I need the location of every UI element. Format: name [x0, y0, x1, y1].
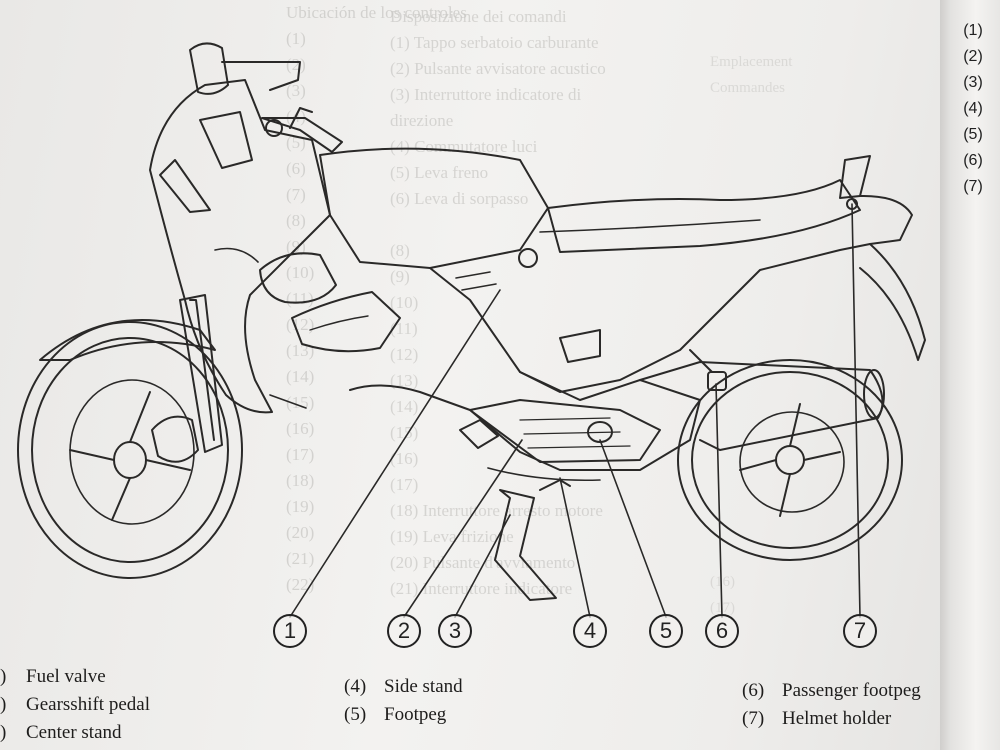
rear-wheel	[677, 359, 903, 561]
showthrough-column-a: Ubicación de los controles(1)(2)(3)(4)(5…	[286, 0, 467, 598]
showthrough-line: (19)	[286, 497, 315, 516]
stands	[494, 479, 571, 601]
showthrough-line: (10)	[390, 293, 419, 312]
legend-item-footpeg: (5) Footpeg	[344, 704, 446, 726]
next-page-number-2: (2)	[963, 48, 983, 65]
next-page-number-1: (1)	[963, 22, 983, 39]
showthrough-line: (5) Leva freno	[390, 163, 489, 182]
next-page-number-5: (5)	[963, 126, 983, 143]
legend-item-gearshift-pedal: ) Gearsshift pedal	[0, 694, 150, 716]
showthrough-line: (15)	[286, 393, 315, 412]
showthrough-line: (18) Interruttore arresto motore	[390, 501, 603, 520]
showthrough-line: (16)	[710, 574, 735, 590]
legend-label: Helmet holder	[782, 708, 892, 729]
showthrough-line: (7)	[286, 185, 306, 204]
callout-6: 6	[705, 614, 739, 648]
showthrough-line: (14)	[286, 367, 315, 386]
legend-item-center-stand: ) Center stand	[0, 722, 122, 744]
showthrough-line: (10)	[286, 263, 315, 282]
showthrough-line: (21)	[286, 549, 315, 568]
callout-3: 3	[438, 614, 472, 648]
next-page-number-6: (6)	[963, 152, 983, 169]
showthrough-line: (16)	[286, 419, 315, 438]
exhaust	[639, 361, 885, 451]
next-page-number-3: (3)	[963, 74, 983, 91]
showthrough-line: (3) Interruttore indicatore di	[390, 85, 582, 104]
showthrough-line: (4) Commutatore luci	[390, 137, 538, 156]
showthrough-line: (16)	[390, 449, 419, 468]
engine	[349, 371, 701, 482]
showthrough-line: (6)	[286, 159, 306, 178]
legend-number: (7)	[742, 708, 765, 729]
showthrough-line: Commandes	[710, 80, 785, 96]
legend-label: Gearsshift pedal	[26, 694, 150, 715]
next-page-number-7: (7)	[963, 178, 983, 195]
next-page-number-4: (4)	[963, 100, 983, 117]
front-fork	[179, 294, 223, 453]
callout-5: 5	[649, 614, 683, 648]
showthrough-line: (18)	[286, 471, 315, 490]
showthrough-line: (17)	[390, 475, 419, 494]
legend-item-side-stand: (4) Side stand	[344, 676, 463, 698]
legend-label: Side stand	[384, 676, 463, 697]
showthrough-line: (13)	[390, 371, 419, 390]
legend-label: Center stand	[26, 722, 122, 743]
showthrough-line: (9)	[390, 267, 410, 286]
book-spine-shadow	[940, 0, 1000, 750]
showthrough-line: direzione	[390, 111, 454, 130]
showthrough-line: (17)	[286, 445, 315, 464]
showthrough-line: (2) Pulsante avvisatore acustico	[390, 59, 606, 78]
legend-item-fuel-valve: ) Fuel valve	[0, 666, 106, 688]
legend-label: Footpeg	[384, 704, 447, 725]
showthrough-line: (1)	[286, 29, 306, 48]
showthrough-line: (8)	[390, 241, 410, 260]
showthrough-line: (14)	[390, 397, 419, 416]
rear-fender	[859, 243, 926, 361]
legend-label: Passenger footpeg	[782, 680, 921, 701]
showthrough-line: (2)	[286, 55, 306, 74]
front-wheel	[17, 319, 243, 579]
showthrough-line: Disposizione dei comandi	[390, 7, 567, 26]
showthrough-line: Ubicación de los controles	[286, 3, 467, 22]
legend-item-helmet-holder: (7) Helmet holder	[742, 708, 891, 730]
callout-7: 7	[843, 614, 877, 648]
callout-1: 1	[273, 614, 307, 648]
legend-number: (5)	[344, 704, 367, 725]
legend-number: )	[0, 666, 7, 687]
showthrough-line: (19) Leva frizione	[390, 527, 514, 546]
side-panels	[259, 243, 871, 393]
showthrough-line: (20)	[286, 523, 315, 542]
showthrough-line: (9)	[286, 237, 306, 256]
showthrough-line: Emplacement	[710, 54, 793, 70]
legend-label: Fuel valve	[26, 666, 106, 687]
showthrough-line: (6) Leva di sorpasso	[390, 189, 529, 208]
showthrough-line: (8)	[286, 211, 306, 230]
front-fairing	[149, 42, 331, 414]
fuel-tank-and-seat	[319, 147, 913, 269]
showthrough-line: (21) Interruttore indicatore	[390, 579, 573, 598]
legend-item-passenger-footpeg: (6) Passenger footpeg	[742, 680, 921, 702]
callout-2: 2	[387, 614, 421, 648]
showthrough-line: (1) Tappo serbatoio carburante	[390, 33, 599, 52]
legend-number: (4)	[344, 676, 367, 697]
passenger-footpeg-detail	[689, 349, 727, 391]
showthrough-line: (3)	[286, 81, 306, 100]
handlebars	[261, 107, 343, 153]
showthrough-line: (12)	[390, 345, 419, 364]
legend-number: )	[0, 694, 7, 715]
legend-number: )	[0, 722, 7, 743]
legend-number: (6)	[742, 680, 765, 701]
leader-lines	[289, 203, 861, 618]
callout-4: 4	[573, 614, 607, 648]
